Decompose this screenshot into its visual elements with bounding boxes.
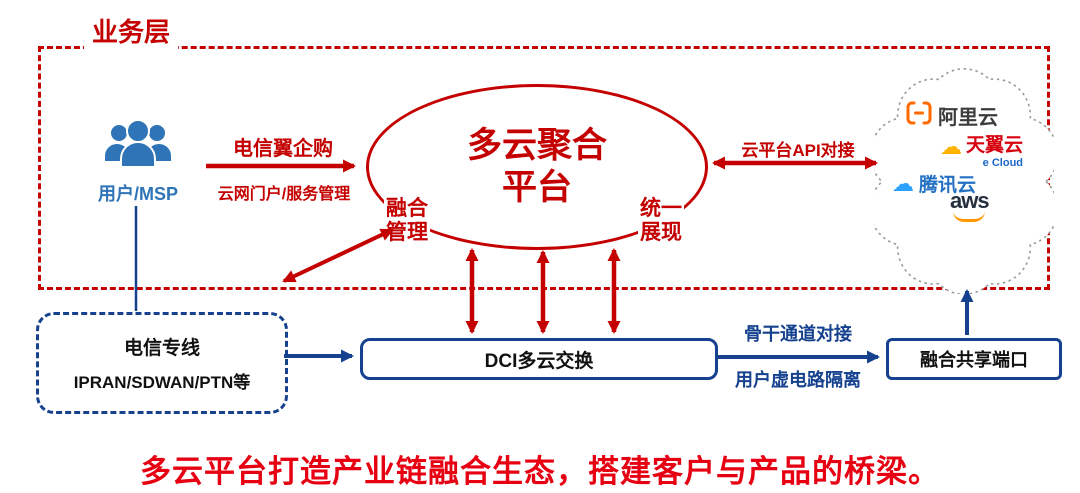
platform-title: 多云聚合 平台 bbox=[467, 125, 607, 209]
dedicated-line-tech-label: IPRAN/SDWAN/PTN等 bbox=[73, 373, 251, 392]
tianyi-cloud-label: 天翼云 bbox=[966, 135, 1024, 156]
alibaba-cloud-logo: 阿里云 bbox=[906, 100, 998, 131]
shared-port-box: 融合共享端口 bbox=[886, 338, 1062, 380]
portal-service-label: 云网门户/服务管理 bbox=[217, 186, 351, 203]
tianyi-cloud-icon: ☁ bbox=[940, 134, 962, 159]
platform-title-line2: 平台 bbox=[501, 168, 572, 207]
diagram-caption: 多云平台打造产业链融合生态，搭建客户与产品的桥梁。 bbox=[140, 454, 940, 489]
alibaba-cloud-icon bbox=[906, 100, 932, 131]
telecom-purchase-label: 电信翼企购 bbox=[233, 138, 333, 160]
platform-title-line1: 多云聚合 bbox=[466, 126, 607, 165]
aws-logo: aws bbox=[950, 188, 990, 222]
fusion-management-tag: 融合 管理 bbox=[384, 197, 430, 246]
tencent-cloud-label: 腾讯云 bbox=[919, 175, 977, 196]
tianyi-cloud-text: 天翼云 e Cloud bbox=[966, 136, 1023, 169]
users-icon bbox=[102, 116, 174, 181]
dedicated-line-label: 电信专线 bbox=[123, 338, 200, 359]
alibaba-cloud-label: 阿里云 bbox=[938, 107, 998, 129]
dci-exchange-label: DCI多云交换 bbox=[484, 350, 594, 372]
tianyi-cloud-logo: ☁ 天翼云 e Cloud bbox=[940, 136, 1023, 169]
fusion-tag-line2: 管理 bbox=[386, 221, 428, 245]
unified-presentation-tag: 统一 展现 bbox=[638, 197, 684, 246]
virtual-circuit-isolation-label: 用户虚电路隔离 bbox=[735, 370, 861, 390]
cloud-api-label: 云平台API对接 bbox=[741, 141, 855, 160]
unified-tag-line1: 统一 bbox=[640, 197, 682, 220]
backbone-channel-label: 骨干通道对接 bbox=[744, 324, 852, 344]
tianyi-ecloud-label: e Cloud bbox=[982, 156, 1024, 169]
tencent-cloud-logo: ☁ 腾讯云 bbox=[892, 170, 976, 197]
provider-cloud-shape bbox=[869, 64, 1059, 299]
unified-tag-line2: 展现 bbox=[640, 221, 682, 245]
shared-port-label: 融合共享端口 bbox=[920, 350, 1028, 370]
tencent-cloud-icon: ☁ bbox=[892, 170, 914, 196]
aws-label: aws bbox=[950, 188, 990, 213]
dedicated-line-box: 电信专线 IPRAN/SDWAN/PTN等 bbox=[36, 312, 288, 414]
business-layer-label: 业务层 bbox=[84, 12, 179, 49]
fusion-tag-line1: 融合 bbox=[386, 197, 428, 220]
user-msp-label: 用户/MSP bbox=[97, 184, 178, 204]
aws-smile-icon bbox=[953, 211, 986, 222]
dci-exchange-box: DCI多云交换 bbox=[360, 338, 718, 380]
